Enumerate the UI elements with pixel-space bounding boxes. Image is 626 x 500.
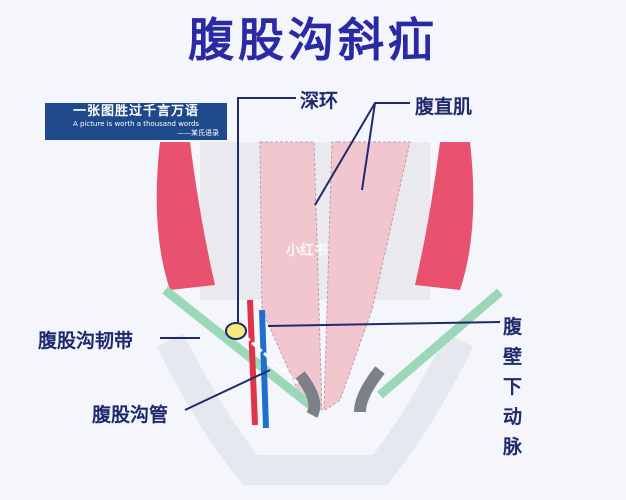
banner-en: A picture is worth a thousand words	[72, 120, 200, 128]
right-inguinal-ligament	[377, 288, 503, 399]
banner-signature: ——某氏语录	[177, 129, 219, 137]
label-canal: 腹股沟管	[92, 404, 169, 426]
artery-char: 腹	[503, 316, 523, 338]
left-oblique-muscle	[156, 142, 215, 290]
label-ligament: 腹股沟韧带	[38, 330, 134, 352]
artery-char: 脉	[503, 436, 523, 458]
label-deep-ring: 深环	[300, 90, 339, 112]
artery-char: 动	[503, 406, 523, 428]
right-rectus	[323, 141, 411, 411]
deep-ring	[225, 322, 247, 340]
canal-arrow	[239, 330, 301, 387]
label-rectus: 腹直肌	[415, 96, 473, 118]
banner-cn: 一张图胜过千言万语	[72, 104, 199, 119]
left-inguinal-ligament	[162, 286, 313, 409]
right-oblique-muscle	[415, 142, 474, 290]
artery-char: 壁	[503, 346, 523, 368]
quote-banner: 一张图胜过千言万语 A picture is worth a thousand …	[45, 103, 227, 140]
label-artery: 腹 壁 下 动 脉	[503, 312, 527, 462]
artery-leader	[267, 321, 501, 327]
watermark: 小红书	[286, 243, 328, 259]
page-title: 腹股沟斜疝	[188, 13, 438, 67]
rectus-leader-right	[361, 102, 376, 191]
left-pubis	[295, 371, 321, 418]
vein	[247, 299, 258, 426]
pelvis-shape	[156, 333, 474, 485]
artery-char: 下	[503, 376, 523, 398]
canal-leader	[184, 369, 271, 411]
deep-ring-leader	[237, 97, 296, 322]
right-pubis	[354, 366, 385, 413]
artery	[259, 309, 269, 429]
